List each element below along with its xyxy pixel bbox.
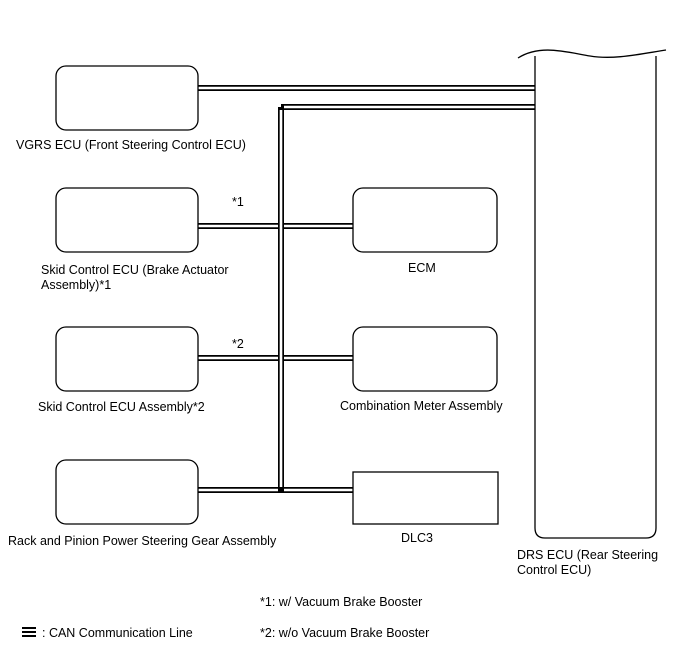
- drs-ecu-label-line2: Control ECU): [517, 563, 591, 577]
- skid-ecu-assembly-label: Skid Control ECU Assembly*2: [38, 400, 205, 414]
- can-bus-lines: [198, 85, 535, 493]
- rack-pinion-box: [55, 459, 199, 525]
- skid-control-ecu-actuator-box: [55, 187, 199, 253]
- skid-ecu-actuator-label-line2: Assembly)*1: [41, 278, 111, 292]
- combination-meter-label: Combination Meter Assembly: [340, 399, 503, 413]
- ecm-label: ECM: [408, 261, 436, 275]
- marker-2: *2: [232, 337, 244, 351]
- vgrs-ecu-box: [55, 65, 199, 131]
- skid-control-ecu-assembly-box: [55, 326, 199, 392]
- footnote-2: *2: w/o Vacuum Brake Booster: [260, 626, 429, 640]
- rack-pinion-label: Rack and Pinion Power Steering Gear Asse…: [8, 534, 277, 548]
- drs-ecu-torn-edge: [517, 49, 667, 59]
- dlc3-box: [352, 471, 499, 525]
- dlc3-label: DLC3: [401, 531, 433, 545]
- vgrs-ecu-label: VGRS ECU (Front Steering Control ECU): [16, 138, 246, 152]
- drs-ecu-box: [534, 56, 657, 539]
- drs-ecu-label-line1: DRS ECU (Rear Steering: [517, 548, 658, 562]
- marker-1: *1: [232, 195, 244, 209]
- can-line-legend-icon: [22, 627, 36, 637]
- skid-ecu-actuator-label-line1: Skid Control ECU (Brake Actuator: [41, 263, 229, 277]
- combination-meter-box: [352, 326, 498, 392]
- can-line-legend-label: : CAN Communication Line: [42, 626, 193, 640]
- ecm-box: [352, 187, 498, 253]
- footnote-1: *1: w/ Vacuum Brake Booster: [260, 595, 422, 609]
